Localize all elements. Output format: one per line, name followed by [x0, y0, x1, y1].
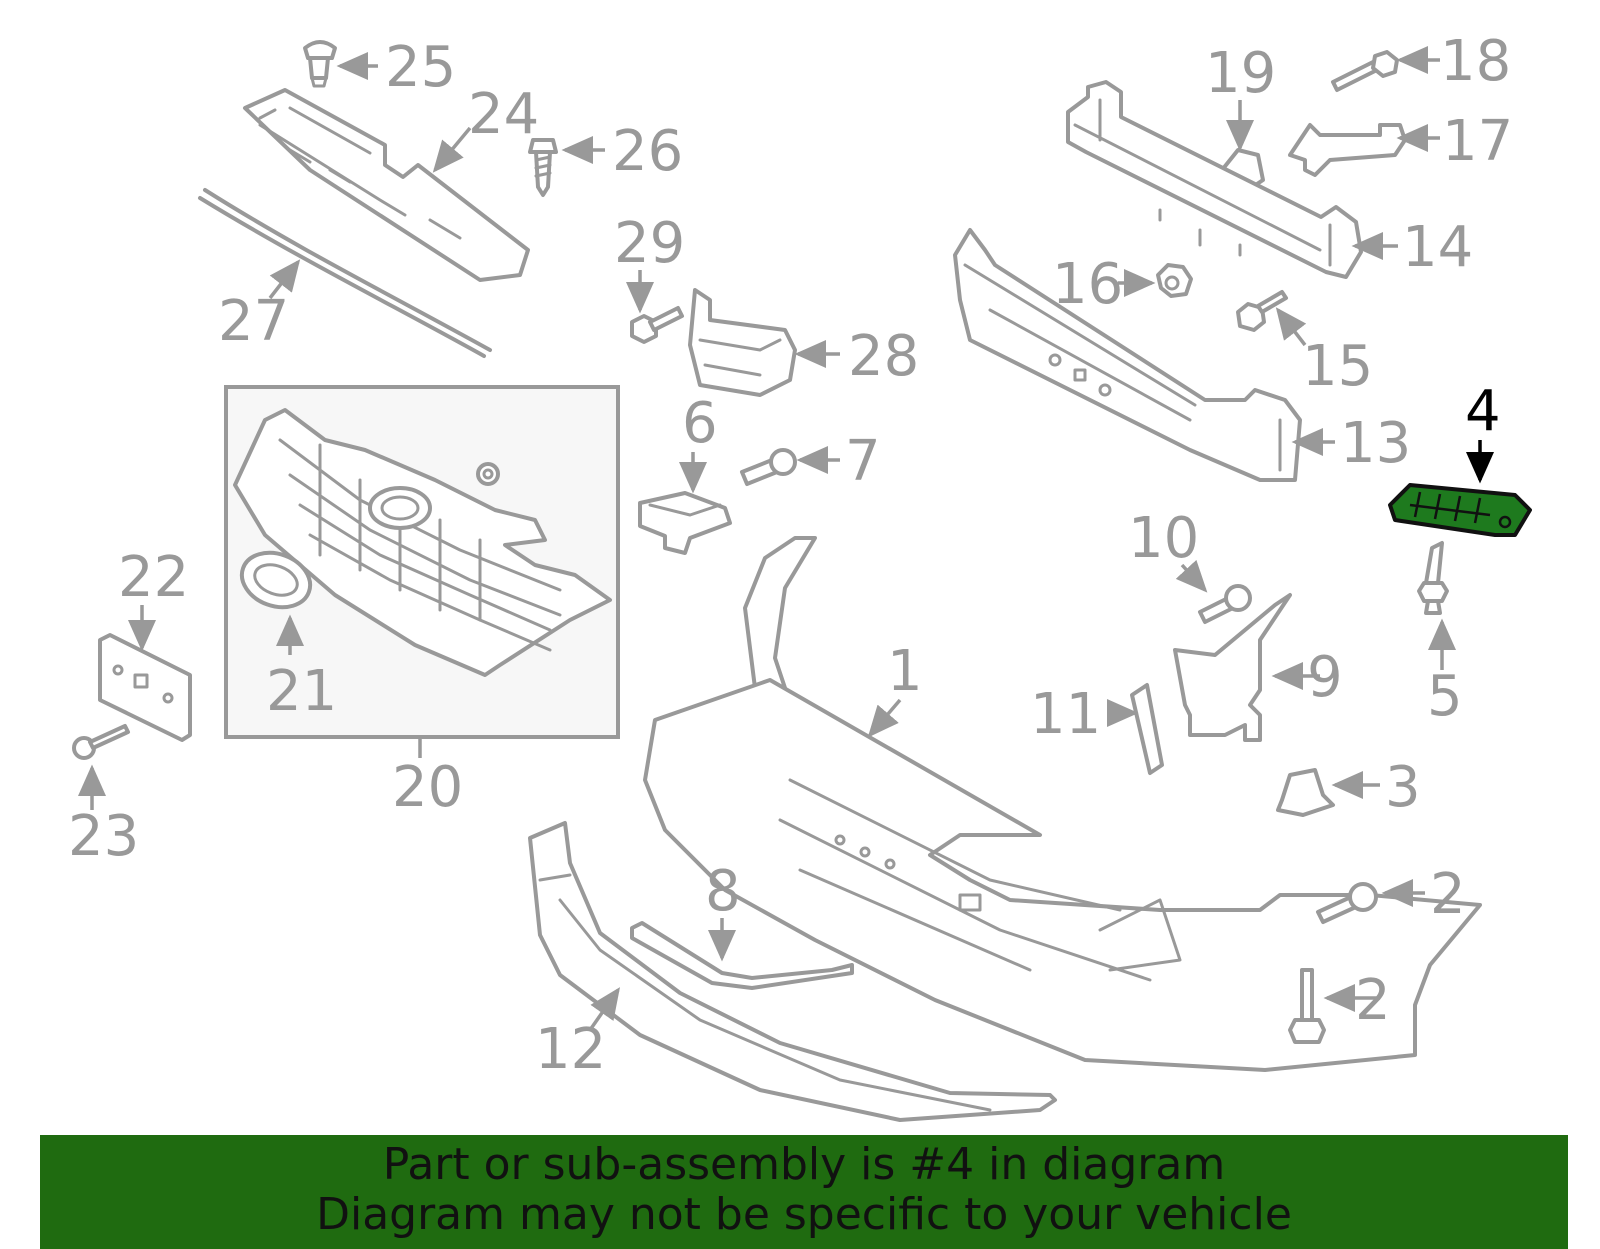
part-16-nut[interactable]	[1156, 263, 1193, 298]
part-18-bolt[interactable]	[1331, 50, 1399, 92]
part-7-screw[interactable]	[740, 448, 797, 486]
part-1-bumper-cover[interactable]	[643, 536, 1482, 1072]
callout-27[interactable]: 27	[218, 289, 289, 354]
callout-29[interactable]: 29	[614, 211, 685, 276]
callout-1[interactable]: 1	[887, 639, 923, 704]
part-8-lower-molding[interactable]	[630, 921, 854, 990]
callout-10[interactable]: 10	[1128, 506, 1199, 571]
callout-4[interactable]: 4	[1465, 379, 1501, 444]
arrow-10	[1175, 559, 1208, 593]
part-2-bolt-upper[interactable]	[1316, 882, 1378, 924]
callout-28[interactable]: 28	[848, 324, 919, 389]
banner-line-2: Diagram may not be specific to your vehi…	[316, 1189, 1292, 1240]
callout-6[interactable]: 6	[682, 391, 718, 456]
part-29-bolt[interactable]	[630, 306, 684, 344]
callout-2-lower[interactable]: 2	[1355, 968, 1391, 1033]
callout-14[interactable]: 14	[1402, 215, 1473, 280]
part-14-reinforcement-beam[interactable]	[1066, 80, 1363, 279]
banner-line-1: Part or sub-assembly is #4 in diagram	[382, 1139, 1226, 1190]
callout-13[interactable]: 13	[1340, 411, 1411, 476]
arrow-1	[867, 698, 902, 738]
callout-25[interactable]: 25	[385, 35, 456, 100]
part-4-bracket-highlighted[interactable]	[1388, 483, 1532, 537]
callout-11[interactable]: 11	[1030, 682, 1101, 747]
part-15-bolt[interactable]	[1236, 290, 1288, 332]
part-11-reflector[interactable]	[1130, 683, 1164, 775]
part-17-bracket[interactable]	[1288, 123, 1407, 177]
part-10-screw[interactable]	[1198, 584, 1252, 624]
callout-18[interactable]: 18	[1440, 29, 1511, 94]
callout-23[interactable]: 23	[68, 804, 139, 869]
info-banner: Part or sub-assembly is #4 in diagram Di…	[40, 1135, 1568, 1249]
callout-5[interactable]: 5	[1427, 664, 1463, 729]
part-2-bolt-lower[interactable]	[1288, 968, 1326, 1044]
callout-21[interactable]: 21	[266, 659, 337, 724]
callout-19[interactable]: 19	[1205, 41, 1276, 106]
arrow-15	[1275, 307, 1307, 347]
part-24-upper-bracket[interactable]	[243, 88, 530, 282]
callout-22[interactable]: 22	[118, 545, 189, 610]
callout-12[interactable]: 12	[535, 1017, 606, 1082]
part-23-push-pin[interactable]	[72, 724, 130, 760]
callout-3[interactable]: 3	[1385, 755, 1421, 820]
part-20-grille-assembly[interactable]	[233, 408, 612, 677]
part-13-energy-absorber[interactable]	[953, 228, 1302, 482]
part-5-bolt[interactable]	[1417, 541, 1449, 615]
part-28-bracket[interactable]	[688, 288, 797, 397]
part-25-clip[interactable]	[303, 40, 337, 88]
part-6-bracket[interactable]	[638, 491, 732, 555]
callout-9[interactable]: 9	[1307, 645, 1343, 710]
callout-20[interactable]: 20	[392, 755, 463, 820]
callout-2-upper[interactable]: 2	[1430, 862, 1466, 927]
callout-16[interactable]: 16	[1052, 252, 1123, 317]
part-3-clip[interactable]	[1276, 768, 1335, 817]
part-21-emblem[interactable]	[234, 544, 318, 617]
part-9-side-bracket[interactable]	[1173, 593, 1292, 742]
part-26-screw[interactable]	[528, 138, 558, 197]
callout-26[interactable]: 26	[612, 119, 683, 184]
arrow-27	[268, 259, 301, 300]
callout-8[interactable]: 8	[705, 859, 741, 924]
callout-7[interactable]: 7	[845, 429, 881, 494]
callout-17[interactable]: 17	[1442, 109, 1513, 174]
part-27-trim-strip[interactable]	[198, 188, 492, 358]
callout-15[interactable]: 15	[1302, 334, 1373, 399]
arrow-12	[588, 987, 621, 1032]
part-22-plate[interactable]	[98, 633, 192, 742]
arrow-24	[432, 126, 472, 173]
callout-24[interactable]: 24	[468, 82, 539, 147]
